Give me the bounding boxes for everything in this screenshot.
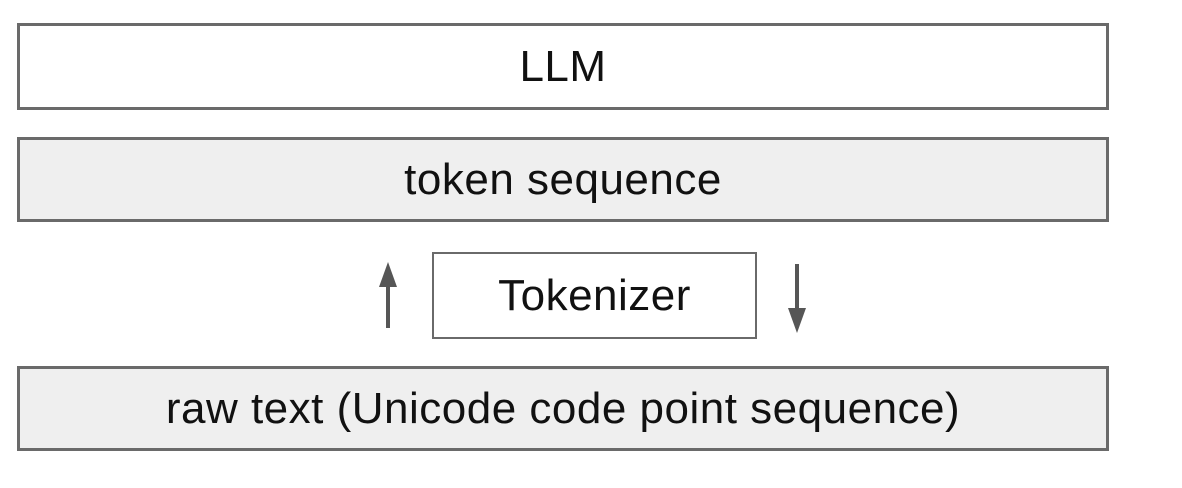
llm-label: LLM [519, 41, 607, 91]
tokenizer-box: Tokenizer [432, 252, 757, 339]
raw-text-box: raw text (Unicode code point sequence) [17, 366, 1109, 451]
up-arrow-icon [375, 262, 401, 335]
token-sequence-box: token sequence [17, 137, 1109, 222]
token-sequence-label: token sequence [404, 154, 722, 204]
raw-text-label: raw text (Unicode code point sequence) [165, 383, 961, 433]
down-arrow-icon [784, 262, 810, 338]
llm-box: LLM [17, 23, 1109, 110]
tokenizer-label: Tokenizer [498, 270, 691, 320]
